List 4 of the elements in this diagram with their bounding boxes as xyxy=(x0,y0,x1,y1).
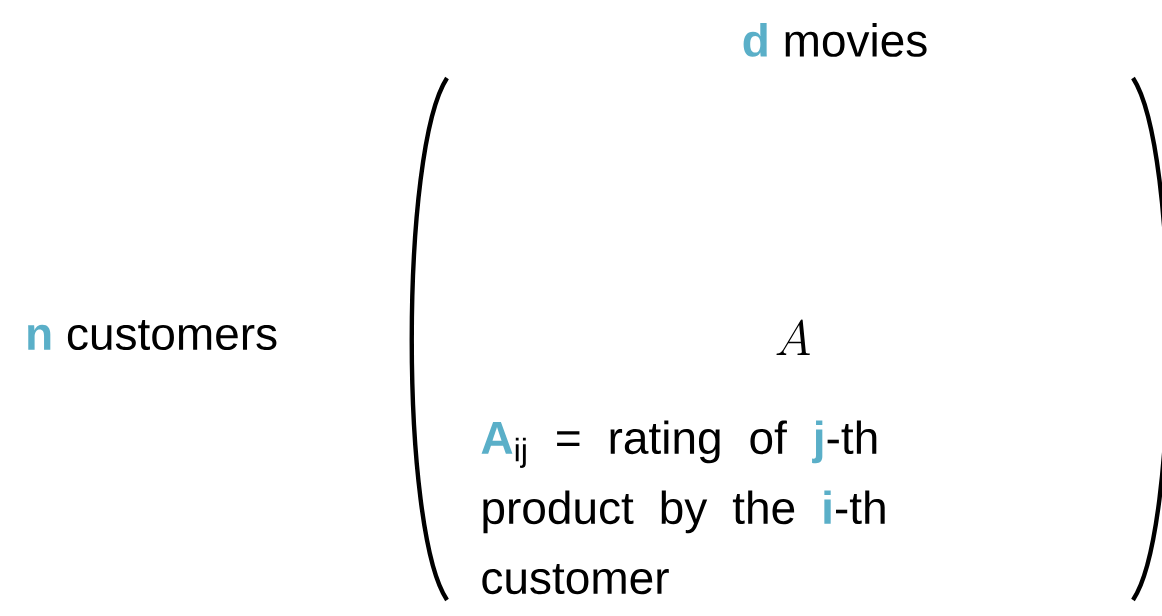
axis-label: n customers xyxy=(28,319,277,351)
matrix-symbol: $A$ xyxy=(776,319,810,355)
definition-text: A$_{ij}$ = rating of j-th product by the i-th customer xyxy=(481,420,885,595)
axis-label: d movies xyxy=(743,23,927,57)
